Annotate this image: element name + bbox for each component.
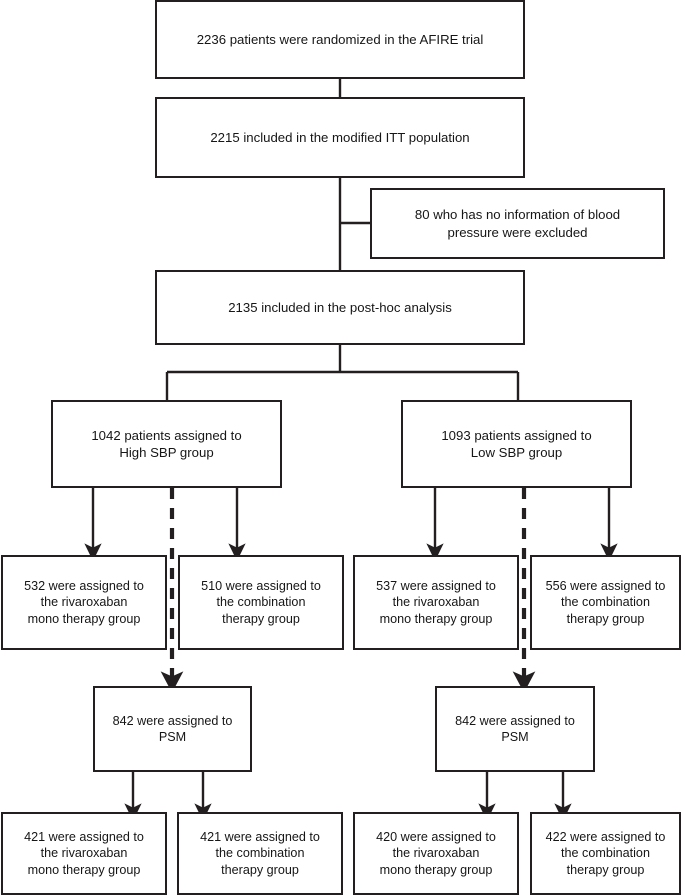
node-low-sbp-group-label: 1093 patients assigned to Low SBP group xyxy=(441,427,592,460)
node-post-hoc-label: 2135 included in the post-hoc analysis xyxy=(228,299,452,315)
node-low-sbp-group: 1093 patients assigned to Low SBP group xyxy=(401,400,632,488)
node-low-combination-therapy: 556 were assigned to the combination the… xyxy=(530,555,681,650)
node-high-sbp-group-label: 1042 patients assigned to High SBP group xyxy=(91,427,242,460)
node-high-sbp-group: 1042 patients assigned to High SBP group xyxy=(51,400,282,488)
node-low-combination-therapy-label: 556 were assigned to the combination the… xyxy=(545,578,666,626)
node-excluded: 80 who has no information of blood press… xyxy=(370,188,665,259)
node-high-psm-mono-therapy: 421 were assigned to the rivaroxaban mon… xyxy=(1,812,167,895)
node-randomized-label: 2236 patients were randomized in the AFI… xyxy=(196,31,484,47)
node-high-psm-combination-therapy-label: 421 were assigned to the combination the… xyxy=(200,829,320,877)
node-low-psm-label: 842 were assigned to PSM xyxy=(455,713,575,744)
node-randomized: 2236 patients were randomized in the AFI… xyxy=(155,0,525,79)
node-high-combination-therapy: 510 were assigned to the combination the… xyxy=(178,555,344,650)
node-modified-itt: 2215 included in the modified ITT popula… xyxy=(155,97,525,178)
node-high-psm-combination-therapy: 421 were assigned to the combination the… xyxy=(177,812,343,895)
node-low-mono-therapy: 537 were assigned to the rivaroxaban mon… xyxy=(353,555,519,650)
node-high-mono-therapy: 532 were assigned to the rivaroxaban mon… xyxy=(1,555,167,650)
node-high-psm: 842 were assigned to PSM xyxy=(93,686,252,772)
node-low-psm-mono-therapy: 420 were assigned to the rivaroxaban mon… xyxy=(353,812,519,895)
node-modified-itt-label: 2215 included in the modified ITT popula… xyxy=(210,129,470,145)
node-low-psm-combination-therapy: 422 were assigned to the combination the… xyxy=(530,812,681,895)
node-high-psm-label: 842 were assigned to PSM xyxy=(112,713,233,744)
node-high-psm-mono-therapy-label: 421 were assigned to the rivaroxaban mon… xyxy=(24,829,144,877)
node-low-psm-combination-therapy-label: 422 were assigned to the combination the… xyxy=(545,829,666,877)
node-post-hoc: 2135 included in the post-hoc analysis xyxy=(155,270,525,345)
node-low-mono-therapy-label: 537 were assigned to the rivaroxaban mon… xyxy=(376,578,496,626)
node-low-psm: 842 were assigned to PSM xyxy=(435,686,595,772)
node-high-combination-therapy-label: 510 were assigned to the combination the… xyxy=(201,578,321,626)
node-low-psm-mono-therapy-label: 420 were assigned to the rivaroxaban mon… xyxy=(376,829,496,877)
node-excluded-label: 80 who has no information of blood press… xyxy=(414,207,621,240)
node-high-mono-therapy-label: 532 were assigned to the rivaroxaban mon… xyxy=(24,578,144,626)
